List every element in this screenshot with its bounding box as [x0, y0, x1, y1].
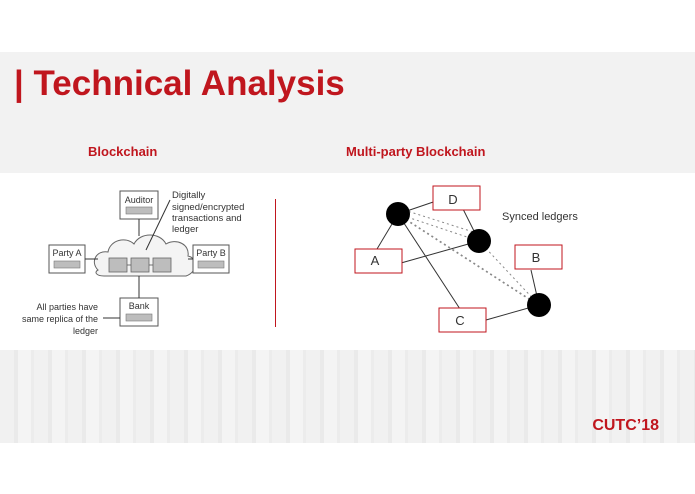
section-divider [275, 199, 276, 327]
replica-line-2: same replica of the [22, 314, 98, 324]
party-d-label: D [448, 192, 457, 207]
replica-line-1: All parties have [36, 302, 98, 312]
ledger-node-1 [386, 202, 410, 226]
party-d-box: D [432, 185, 481, 211]
blockchain-heading: Blockchain [88, 144, 158, 159]
cloud-ledgers [108, 257, 172, 273]
party-b-label: Party B [196, 248, 226, 258]
note-line-4: ledger [172, 224, 198, 235]
party-b-box-label: B [532, 250, 541, 265]
footer-band [0, 350, 695, 443]
left-connectors [85, 199, 193, 319]
bank-node: Bank [119, 297, 159, 327]
multi-party-heading: Multi-party Blockchain [346, 144, 486, 159]
signed-transactions-note: Digitally signed/encrypted transactions … [172, 190, 244, 235]
note-line-2: signed/encrypted [172, 202, 244, 213]
synced-ledgers-label: Synced ledgers [502, 211, 578, 223]
party-c-label: C [455, 313, 464, 328]
slide-title: | Technical Analysis [14, 64, 345, 103]
note-line-1: Digitally [172, 190, 206, 201]
ledger-node-2 [467, 229, 491, 253]
ledger-node-3 [527, 293, 551, 317]
auditor-node: Auditor [119, 190, 159, 220]
bank-label: Bank [129, 301, 150, 311]
party-c-box: C [438, 307, 487, 333]
auditor-label: Auditor [125, 195, 154, 205]
header-band [0, 52, 695, 173]
brand-logo-text: CUTC’18 [592, 417, 659, 434]
replica-line-3: ledger [73, 326, 98, 336]
party-b-box: B [514, 244, 563, 270]
replica-note: All parties have same replica of the led… [22, 302, 98, 336]
note-line-3: transactions and [172, 213, 242, 224]
party-a-box-label: A [371, 253, 380, 268]
party-a-box: A [354, 248, 403, 274]
party-a-label: Party A [52, 248, 81, 258]
